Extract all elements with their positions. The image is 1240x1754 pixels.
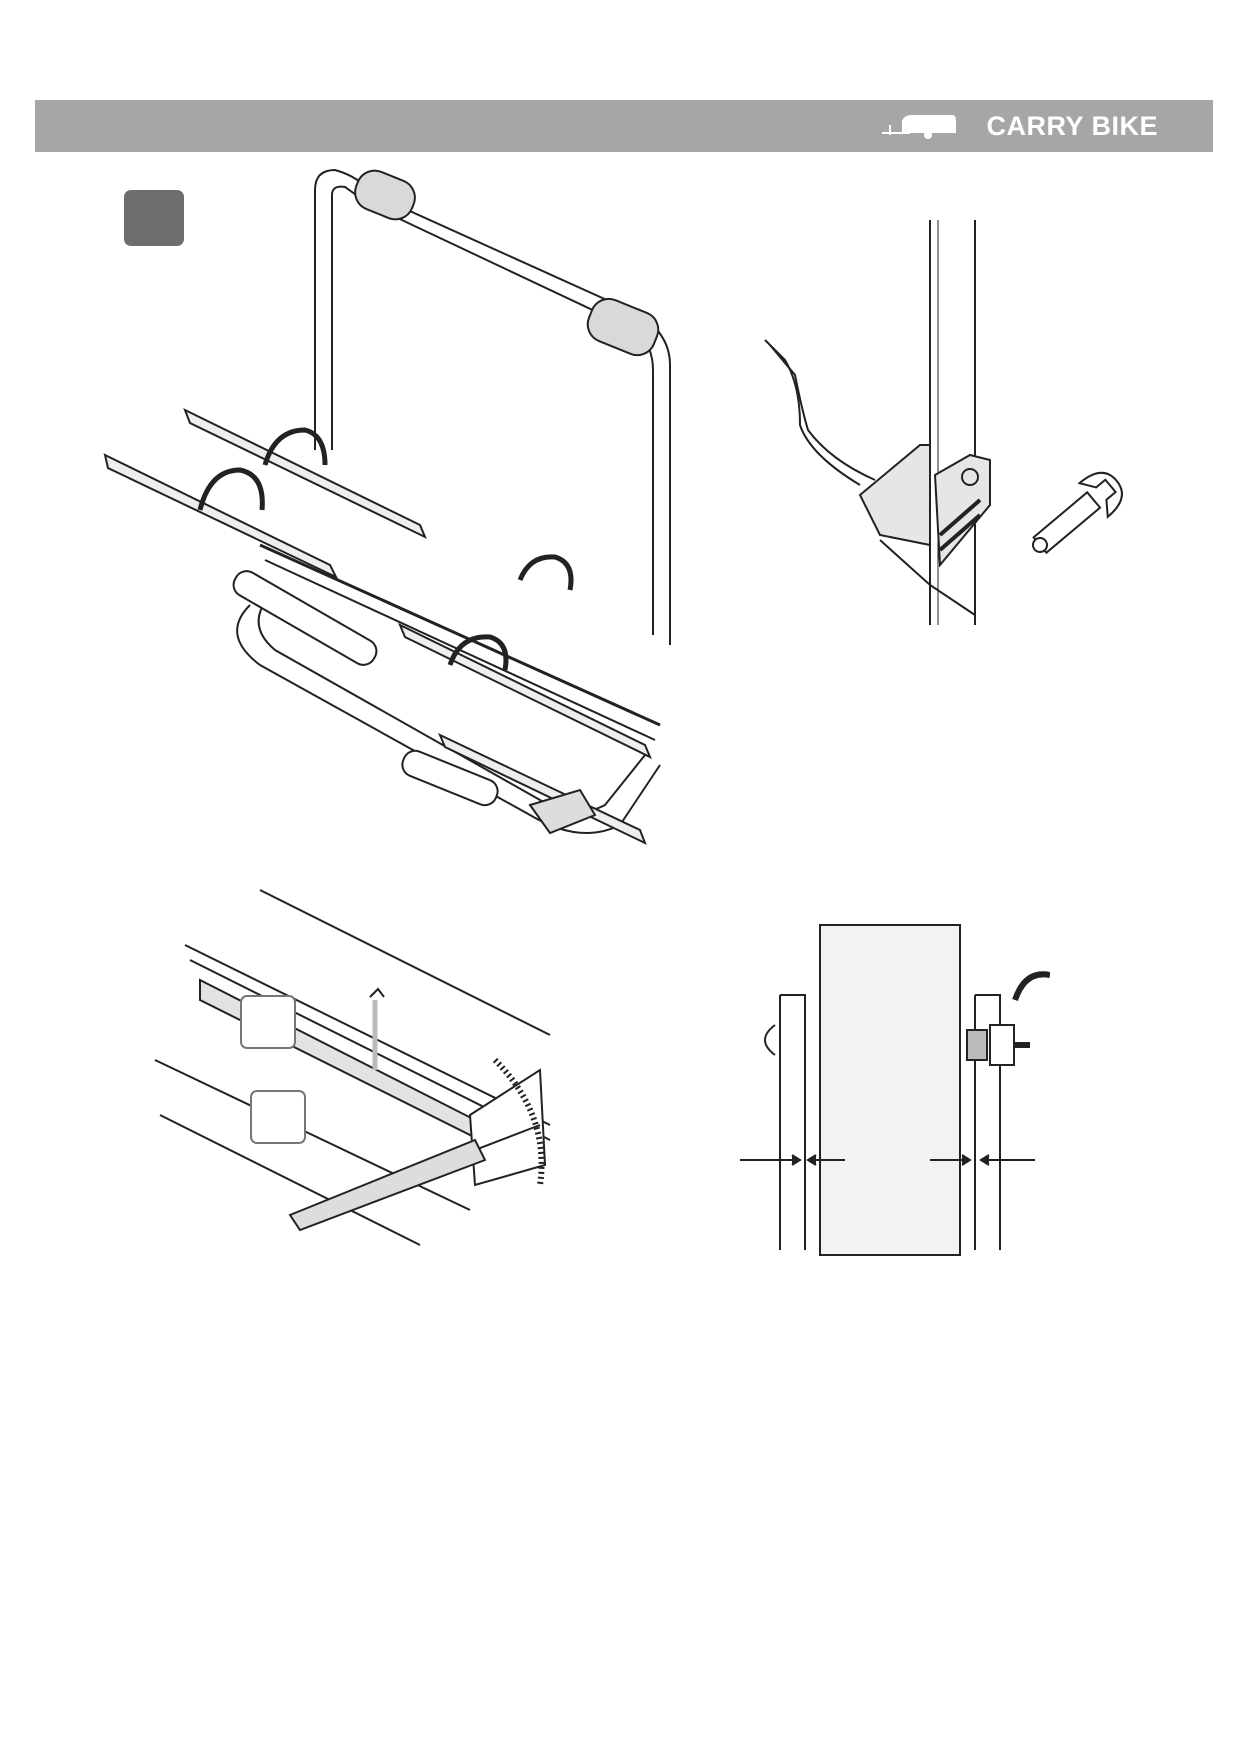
step-badge	[124, 190, 184, 246]
hinge-joint-illustration	[740, 215, 1180, 635]
wrench-icon	[1032, 471, 1123, 555]
callout-box-bottom	[250, 1090, 306, 1144]
brand: CARRY BIKE	[880, 100, 1158, 152]
header-band: CARRY BIKE	[35, 100, 1213, 152]
callout-box-top	[240, 995, 296, 1049]
rail-detail-illustration	[140, 885, 560, 1285]
bike-rack-illustration	[100, 165, 740, 885]
brand-title: CARRY BIKE	[986, 110, 1158, 141]
bolt-cross-section-illustration	[730, 920, 1050, 1260]
caravan-logo-icon	[882, 115, 957, 139]
